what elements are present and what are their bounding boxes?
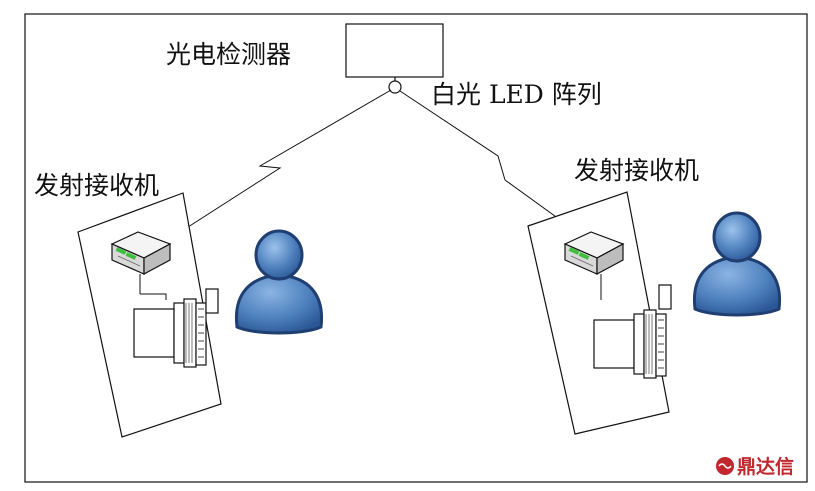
wireless-link-right — [399, 90, 589, 241]
logo-text: 鼎达信 — [737, 455, 794, 478]
side-port-left — [205, 288, 219, 314]
label-transceiver-right: 发射接收机 — [574, 156, 699, 185]
person-icon-left — [234, 229, 324, 335]
transceiver-station-left — [77, 192, 222, 438]
watermark-logo: 鼎达信 — [716, 455, 794, 478]
outer-frame — [24, 13, 808, 483]
optical-unit-right — [593, 309, 667, 379]
label-photodetector: 光电检测器 — [166, 40, 291, 69]
optical-unit-left — [133, 298, 207, 368]
label-transceiver-left: 发射接收机 — [34, 171, 159, 200]
photodetector-box — [345, 23, 444, 78]
label-led-array: 白光 LED 阵列 — [431, 80, 602, 109]
led-array-node — [388, 80, 402, 94]
transceiver-station-right — [527, 191, 672, 435]
person-icon-right — [692, 211, 782, 317]
side-port-right — [658, 284, 672, 310]
device-cable-left-2 — [140, 293, 167, 300]
wireless-link-left — [159, 89, 392, 246]
